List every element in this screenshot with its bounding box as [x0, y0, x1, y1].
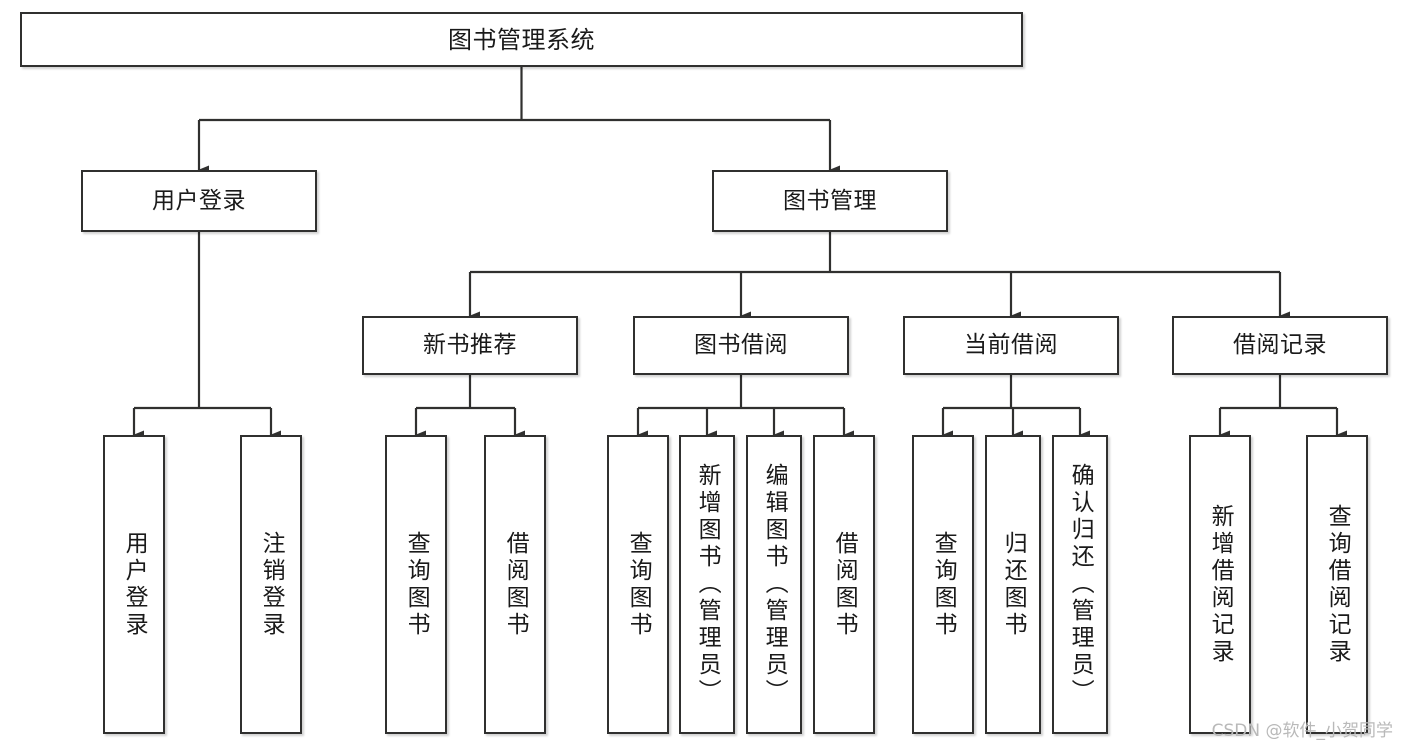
node-label-leaf-borrow-book-rec: 借阅图书: [502, 530, 529, 639]
node-label-leaf-query-book-rec: 查询图书: [403, 530, 430, 639]
node-leaf-query-record[interactable]: 查询借阅记录: [1306, 435, 1368, 734]
node-label-leaf-add-record: 新增借阅记录: [1207, 503, 1234, 666]
node-leaf-add-record[interactable]: 新增借阅记录: [1189, 435, 1251, 734]
node-label-leaf-user-logout: 注销登录: [258, 530, 285, 639]
watermark-text: CSDN @软件_小贺同学: [1211, 721, 1393, 741]
node-leaf-confirm-return[interactable]: 确认归还（管理员）: [1052, 435, 1108, 734]
node-book-manage[interactable]: 图书管理: [712, 170, 948, 232]
node-borrow-record[interactable]: 借阅记录: [1172, 316, 1388, 375]
node-leaf-return-book[interactable]: 归还图书: [985, 435, 1041, 734]
node-label-leaf-return-book: 归还图书: [1000, 530, 1027, 639]
node-label-current-borrow: 当前借阅: [964, 332, 1058, 359]
node-leaf-edit-book[interactable]: 编辑图书（管理员）: [746, 435, 802, 734]
node-new-book-rec[interactable]: 新书推荐: [362, 316, 578, 375]
node-label-leaf-query-record: 查询借阅记录: [1324, 503, 1351, 666]
node-label-leaf-query-book-cur: 查询图书: [930, 530, 957, 639]
node-label-leaf-borrow-book: 借阅图书: [831, 530, 858, 639]
node-root[interactable]: 图书管理系统: [20, 12, 1023, 67]
node-leaf-user-logout[interactable]: 注销登录: [240, 435, 302, 734]
node-leaf-borrow-book-rec[interactable]: 借阅图书: [484, 435, 546, 734]
node-leaf-user-login[interactable]: 用户登录: [103, 435, 165, 734]
node-leaf-query-book-cur[interactable]: 查询图书: [912, 435, 974, 734]
node-leaf-add-book[interactable]: 新增图书（管理员）: [679, 435, 735, 734]
node-user-login[interactable]: 用户登录: [81, 170, 317, 232]
node-label-leaf-user-login: 用户登录: [121, 530, 148, 639]
node-label-root: 图书管理系统: [448, 25, 595, 54]
node-label-leaf-add-book: 新增图书（管理员）: [694, 463, 721, 706]
node-current-borrow[interactable]: 当前借阅: [903, 316, 1119, 375]
node-label-user-login: 用户登录: [152, 187, 246, 214]
node-label-new-book-rec: 新书推荐: [423, 332, 517, 359]
node-label-leaf-confirm-return: 确认归还（管理员）: [1067, 463, 1094, 706]
node-label-leaf-query-book-borrow: 查询图书: [625, 530, 652, 639]
node-leaf-query-book-borrow[interactable]: 查询图书: [607, 435, 669, 734]
node-book-borrow[interactable]: 图书借阅: [633, 316, 849, 375]
node-label-book-borrow: 图书借阅: [694, 332, 788, 359]
node-label-book-manage: 图书管理: [783, 187, 877, 214]
node-leaf-query-book-rec[interactable]: 查询图书: [385, 435, 447, 734]
node-leaf-borrow-book[interactable]: 借阅图书: [813, 435, 875, 734]
node-label-borrow-record: 借阅记录: [1233, 332, 1327, 359]
node-label-leaf-edit-book: 编辑图书（管理员）: [761, 463, 788, 706]
connector-lines: [132, 67, 1347, 440]
